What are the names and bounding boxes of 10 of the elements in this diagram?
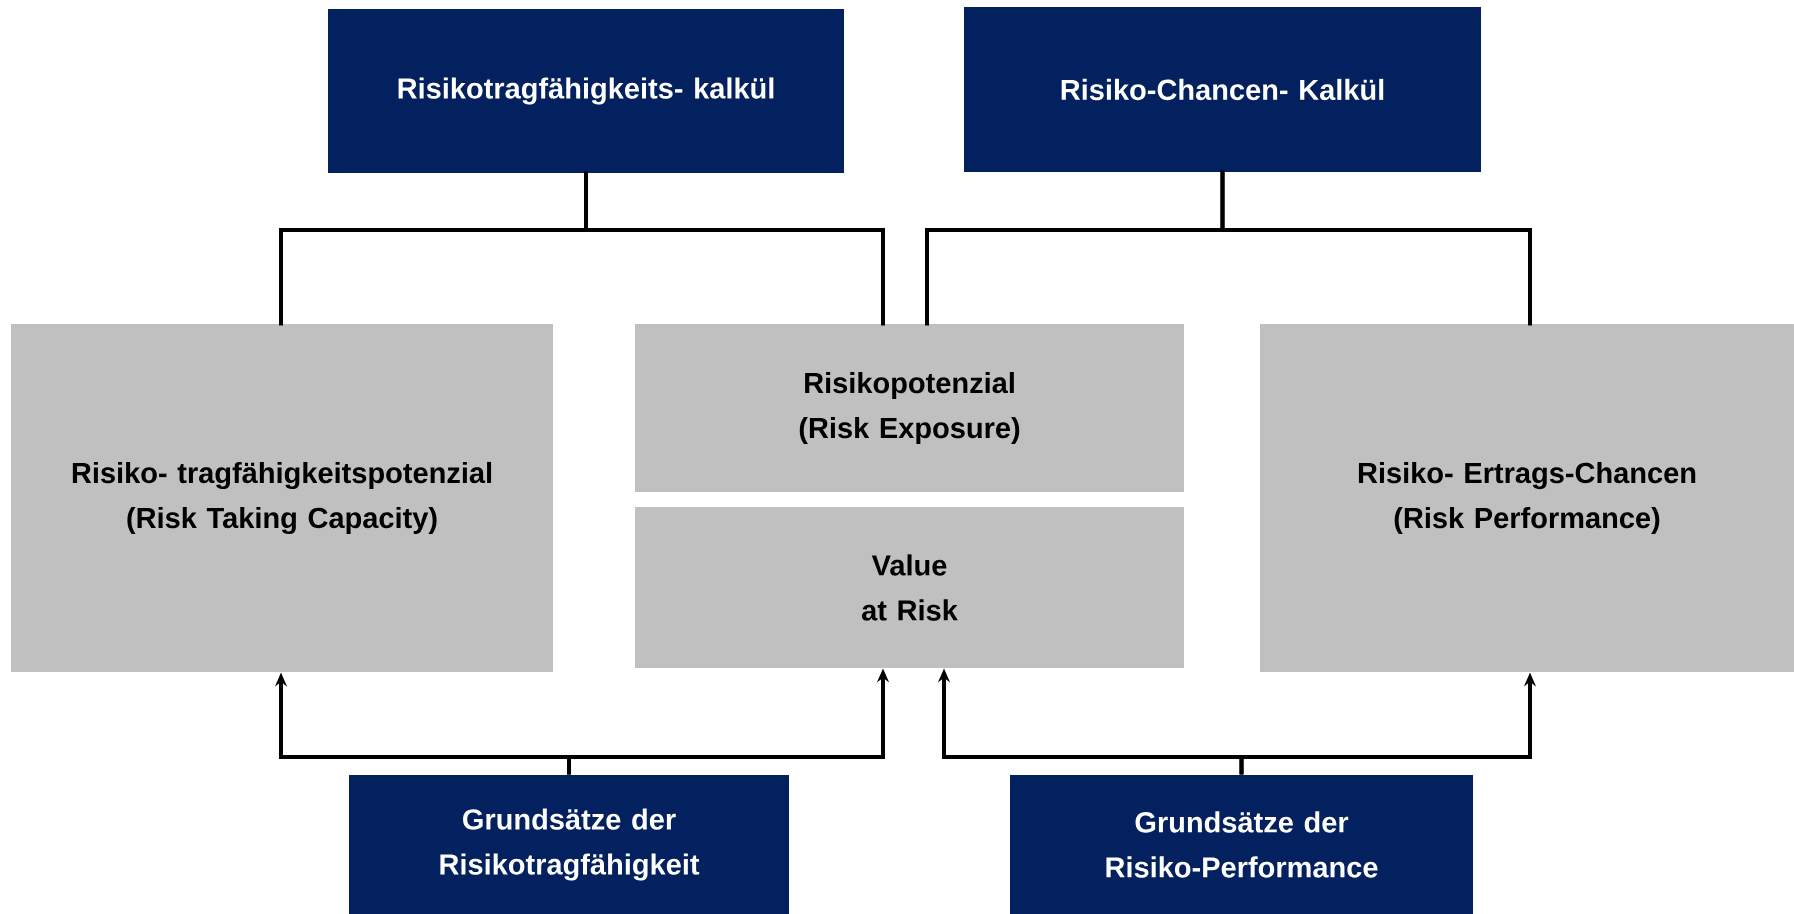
connector: [1220, 170, 1532, 326]
concept-box: Value at Risk: [635, 507, 1184, 668]
title-box: Grundsätze der Risikotragfähigkeit: [349, 775, 789, 914]
concept-box: Risiko- tragfähigkeitspotenzial (Risk Taking Capacity): [11, 324, 553, 672]
concept-box: Risiko- Ertrags-Chancen (Risk Performance): [1260, 324, 1794, 672]
concept-box: Risikopotenzial (Risk Exposure): [635, 324, 1184, 492]
title-box: Risiko-Chancen- Kalkül: [964, 7, 1481, 172]
title-box: Grundsätze der Risiko-Performance: [1010, 775, 1473, 914]
title-box: Risikotragfähigkeits- kalkül: [328, 9, 844, 173]
connector: [584, 171, 885, 326]
